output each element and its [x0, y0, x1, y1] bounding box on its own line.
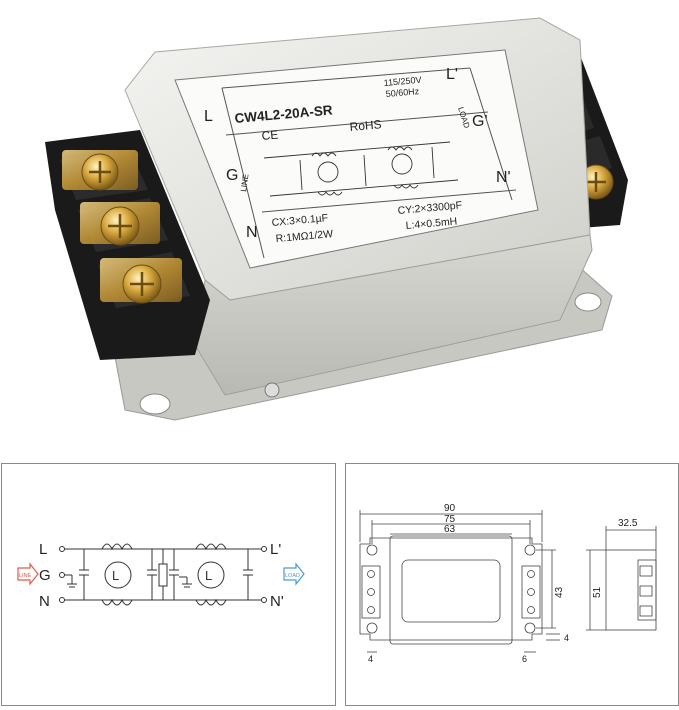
case-front: [194, 234, 593, 396]
terminal-label-n-out: N': [496, 169, 511, 186]
flange-hole-left: [139, 393, 171, 415]
side-view-outline: [605, 549, 657, 631]
dim-6: 6: [522, 654, 527, 664]
dim-32-5: 32.5: [618, 518, 638, 529]
schematic-line-tag: LINE: [19, 573, 32, 579]
label-spec-r: R:1MΩ1/2W: [275, 228, 333, 245]
ground-screw: [264, 382, 280, 398]
inductor-symbol: [195, 543, 227, 551]
circuit-diagram: L L L G N L' N' LINE LOAD: [17, 541, 305, 610]
schematic-n-in: N: [39, 593, 50, 610]
dimension-panel: 90 75 63 43 51 32.5 4 6 4: [345, 463, 679, 706]
label-voltage: 115/250V: [383, 75, 422, 88]
schematic-n-out: N': [270, 593, 284, 610]
rohs-mark: RoHS: [349, 117, 382, 134]
label-frequency: 50/60Hz: [385, 86, 420, 99]
ce-mark: CE: [261, 128, 279, 143]
terminal-label-l: L: [204, 108, 213, 125]
schematic-l-in: L: [39, 541, 47, 558]
dim-4-left: 4: [368, 654, 373, 664]
terminal-label-g-out: G': [472, 113, 488, 130]
product-label: [174, 49, 539, 269]
resistor-symbol: [158, 563, 168, 587]
inductor-symbol: [101, 543, 133, 551]
terminal-label-n: N: [246, 224, 258, 241]
line-arrow-icon: [17, 562, 39, 586]
label-spec-cx: CX:3×0.1µF: [271, 212, 328, 229]
dimension-drawing: 90 75 63 43 51 32.5 4 6 4: [359, 503, 657, 664]
terminal-label-l-out: L': [446, 66, 458, 83]
schematic-g-in: G: [39, 567, 51, 584]
schematic-panel: L L L G N L' N' LINE LOAD: [1, 463, 336, 706]
dim-43: 43: [554, 586, 565, 598]
dim-51: 51: [592, 586, 603, 598]
inductor-symbol: [195, 598, 227, 606]
dim-90: 90: [444, 503, 456, 514]
label-line: LINE: [239, 173, 250, 192]
label-schematic: [263, 141, 459, 197]
schematic-load-tag: LOAD: [285, 573, 300, 579]
dim-63: 63: [444, 524, 456, 535]
svg-text:L: L: [205, 568, 212, 583]
svg-text:L: L: [112, 568, 119, 583]
inductor-symbol: [101, 598, 133, 606]
flange-hole-right: [574, 292, 602, 312]
label-spec-cy: CY:2×3300pF: [397, 199, 462, 217]
schematic-l-out: L': [270, 541, 281, 558]
inductor-symbol: [317, 161, 339, 183]
dim-4-right: 4: [564, 633, 569, 643]
product-photo: CW4L2-20A-SR 115/250V 50/60Hz CE RoHS LI…: [45, 17, 628, 421]
left-terminal-block: [45, 130, 210, 360]
label-spec-l: L:4×0.5mH: [405, 216, 458, 232]
load-arrow-icon: [283, 562, 305, 586]
inductor-symbol: [391, 153, 413, 175]
top-view-outline: [359, 537, 543, 641]
dim-75: 75: [444, 514, 456, 525]
terminal-label-g: G: [226, 167, 238, 184]
